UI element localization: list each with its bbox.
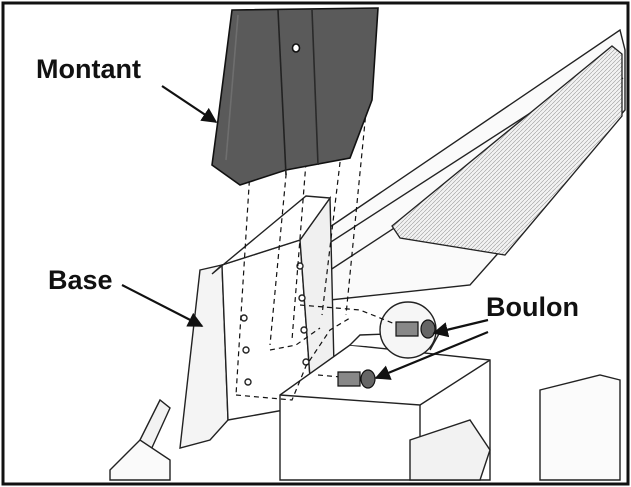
base-bracket [179, 195, 335, 449]
label-montant: Montant [36, 54, 141, 84]
upright-tube [211, 7, 379, 186]
label-boulon: Boulon [486, 292, 579, 322]
bolt-icon [395, 319, 436, 339]
label-base: Base [48, 265, 113, 295]
grille-panel [391, 45, 623, 256]
arrow-head-icon [121, 85, 489, 380]
motor-housing [109, 301, 621, 481]
bolt-icon [337, 369, 376, 389]
